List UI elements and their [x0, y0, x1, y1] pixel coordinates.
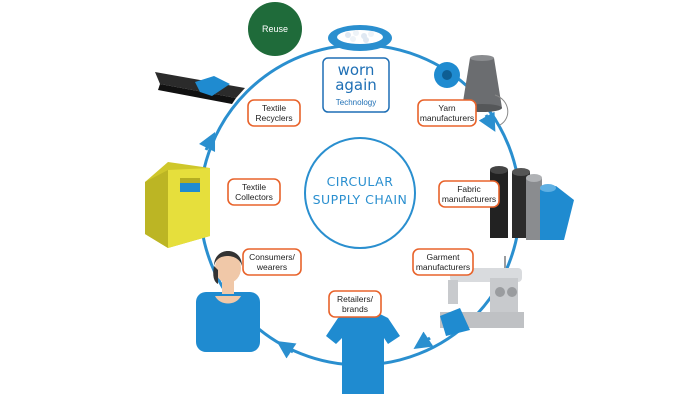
stage-label-consumers-line1: Consumers/: [249, 252, 295, 262]
center-title-line2: SUPPLY CHAIN: [313, 192, 408, 207]
stage-label-consumers-line2: wearers: [256, 262, 287, 272]
pellets-icon: [328, 25, 392, 51]
arrow-retail-to-consumer: [276, 341, 297, 359]
arrow-yarn-to-fabric: [478, 111, 496, 132]
stage-label-fabric-line1: Fabric: [457, 184, 481, 194]
reuse-label: Reuse: [262, 24, 288, 34]
stage-label-retailers-line1: Retailers/: [337, 294, 374, 304]
cycle-arrows: [198, 111, 496, 359]
person-icon: [196, 251, 260, 352]
stage-label-yarn-line1: Yarn: [438, 103, 456, 113]
center-circle: [304, 137, 416, 249]
stage-label-garment-line2: manufacturers: [416, 262, 470, 272]
stage-label-retailers-line2: brands: [342, 304, 368, 314]
tshirt-icon: [326, 310, 400, 394]
worn-again-logo: worn again Technology: [322, 57, 390, 113]
stage-label-recyclers-line1: Textile: [262, 103, 286, 113]
sewing-machine-icon: [440, 256, 524, 336]
stage-label-collectors-line1: Textile: [242, 182, 266, 192]
stage-label-consumers: Consumers/wearers: [242, 248, 302, 276]
stage-label-collectors-line2: Collectors: [235, 192, 273, 202]
logo-line1: worn: [338, 61, 375, 79]
stage-label-garment-line1: Garment: [426, 252, 460, 262]
arrow-collector-to-recycler: [198, 131, 216, 153]
logo-line3: Technology: [336, 98, 376, 107]
stage-label-yarn-line2: manufacturers: [420, 113, 474, 123]
stage-label-recyclers-line2: Recyclers: [255, 113, 292, 123]
arrow-garment-to-retail: [413, 331, 434, 349]
fabric-rolls-icon: [490, 166, 574, 240]
stage-label-retailers: Retailers/brands: [328, 290, 382, 318]
center-title-line1: CIRCULAR: [327, 174, 394, 189]
stage-label-fabric-line2: manufacturers: [442, 194, 496, 204]
collection-bin-icon: [145, 162, 210, 248]
conveyor-icon: [155, 72, 245, 104]
logo-line2: again: [335, 76, 377, 94]
reuse-node: Reuse: [248, 2, 302, 56]
